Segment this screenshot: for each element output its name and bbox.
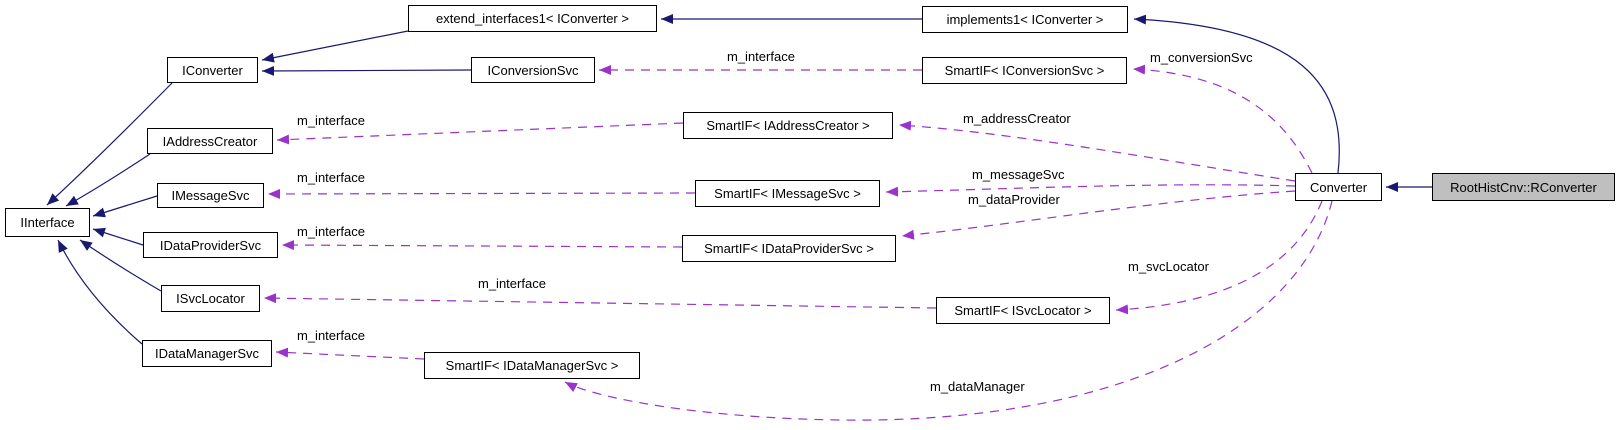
node-idataprovidersvc[interactable]: IDataProviderSvc	[143, 232, 278, 258]
node-label: SmartIF< IDataManagerSvc >	[445, 358, 619, 373]
edge-label-m-dataprovider: m_dataProvider	[968, 192, 1060, 207]
node-label: SmartIF< IMessageSvc >	[714, 186, 861, 201]
node-implements1-iconverter[interactable]: implements1< IConverter >	[922, 6, 1128, 33]
edge-smartif-idataprovidersvc-to-idataprovidersvc	[281, 240, 683, 251]
node-roothistcnv-rconverter: RootHistCnv::RConverter	[1432, 173, 1615, 201]
edge-label-m-interface-addresscreator: m_interface	[297, 113, 365, 128]
node-label: SmartIF< IAddressCreator >	[706, 118, 870, 133]
node-converter[interactable]: Converter	[1295, 173, 1382, 201]
node-iconverter[interactable]: IConverter	[167, 57, 258, 83]
node-label: IDataManagerSvc	[154, 346, 260, 361]
node-smartif-isvclocator[interactable]: SmartIF< ISvcLocator >	[936, 297, 1110, 324]
node-label: IDataProviderSvc	[159, 237, 262, 253]
edge-label-m-interface-messagesvc: m_interface	[297, 170, 365, 185]
edge-iconversionsvc-to-iconverter	[261, 65, 472, 76]
node-label: ISvcLocator	[176, 291, 245, 306]
edge-label-m-interface-dataprovider: m_interface	[297, 224, 365, 239]
edge-isvclocator-to-iinterface	[79, 239, 162, 292]
edge-smartif-iaddresscreator-to-iaddresscreator	[276, 122, 684, 145]
edge-idataprovidersvc-to-iinterface	[92, 227, 144, 246]
edge-label-m-interface-conversionsvc: m_interface	[727, 49, 795, 64]
edge-label-m-conversionsvc: m_conversionSvc	[1150, 50, 1253, 65]
node-imessagesvc[interactable]: IMessageSvc	[157, 183, 264, 208]
node-smartif-iconversionsvc[interactable]: SmartIF< IConversionSvc >	[922, 57, 1127, 84]
node-label: IInterface	[20, 215, 75, 230]
edge-converter-to-smartif-isvclocator	[1115, 200, 1323, 315]
node-label: IConversionSvc	[487, 62, 579, 78]
edge-iconverter-to-iinterface	[46, 82, 173, 206]
edge-idatamanagersvc-to-iinterface	[57, 239, 143, 345]
node-label: SmartIF< IConversionSvc >	[944, 63, 1105, 78]
node-label: RootHistCnv::RConverter	[1450, 179, 1597, 195]
node-label: implements1< IConverter >	[946, 12, 1104, 27]
edge-label-m-svclocator: m_svcLocator	[1128, 259, 1209, 274]
edge-label-m-addresscreator: m_addressCreator	[963, 111, 1071, 126]
node-smartif-idatamanagersvc[interactable]: SmartIF< IDataManagerSvc >	[424, 352, 640, 379]
node-label: IAddressCreator	[162, 133, 258, 149]
node-isvclocator[interactable]: ISvcLocator	[161, 285, 260, 312]
node-label: extend_interfaces1< IConverter >	[436, 11, 629, 26]
edge-smartif-imessagesvc-to-imessagesvc	[267, 188, 696, 199]
node-iinterface[interactable]: IInterface	[5, 208, 90, 237]
edge-label-m-messagesvc: m_messageSvc	[972, 167, 1065, 182]
node-smartif-idataprovidersvc[interactable]: SmartIF< IDataProviderSvc >	[682, 235, 896, 262]
edge-label-m-datamanager: m_dataManager	[930, 379, 1025, 394]
node-label: SmartIF< IDataProviderSvc >	[704, 241, 874, 256]
edge-label-m-interface-svclocator: m_interface	[478, 276, 546, 291]
node-label: IConverter	[182, 62, 243, 78]
edge-smartif-idatamanagersvc-to-idatamanagersvc	[275, 347, 425, 360]
node-smartif-iaddresscreator[interactable]: SmartIF< IAddressCreator >	[683, 112, 893, 139]
edge-label-m-interface-datamanager: m_interface	[297, 328, 365, 343]
edge-smartif-isvclocator-to-isvclocator	[263, 293, 937, 309]
edge-converter-to-smartif-idataprovidersvc	[901, 190, 1296, 240]
edge-converter-to-implements1	[1133, 14, 1340, 174]
node-extend-interfaces1-iconverter[interactable]: extend_interfaces1< IConverter >	[408, 5, 657, 32]
node-iconversionsvc[interactable]: IConversionSvc	[471, 57, 595, 83]
edge-converter-to-smartif-imessagesvc	[885, 184, 1296, 197]
edge-converter-to-smartif-iconversionsvc	[1132, 64, 1313, 174]
node-iaddresscreator[interactable]: IAddressCreator	[147, 128, 273, 154]
edge-extend-interfaces1-to-iconverter	[261, 30, 409, 63]
node-label: SmartIF< ISvcLocator >	[954, 303, 1092, 318]
edge-iaddresscreator-to-iinterface	[65, 153, 151, 207]
node-label: Converter	[1309, 179, 1368, 195]
node-idatamanagersvc[interactable]: IDataManagerSvc	[142, 340, 272, 367]
edge-converter-to-smartif-iaddresscreator	[898, 120, 1296, 182]
edge-imessagesvc-to-iinterface	[92, 195, 158, 218]
node-smartif-imessagesvc[interactable]: SmartIF< IMessageSvc >	[695, 180, 880, 207]
node-label: IMessageSvc	[171, 188, 250, 203]
